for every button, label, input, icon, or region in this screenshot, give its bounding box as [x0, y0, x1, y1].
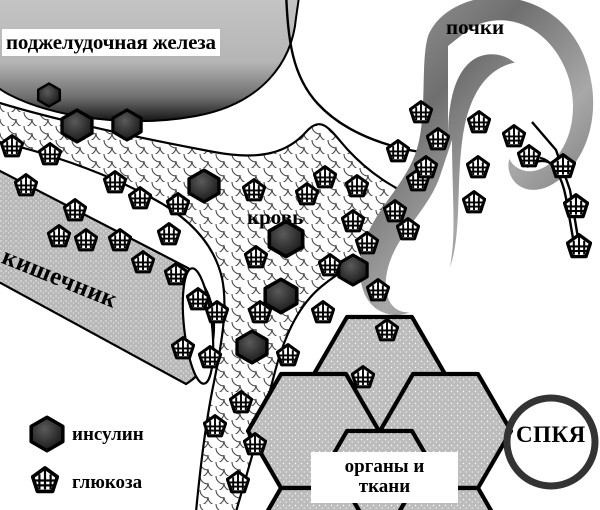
pcos-circle [503, 394, 599, 490]
label-organs-line-1: органы и [344, 456, 425, 477]
legend-insulin-label: инсулин [72, 424, 144, 445]
label-kidney: почки [446, 15, 505, 39]
legend-glucose-label: глюкоза [72, 472, 143, 493]
legend-glucose-icon [31, 466, 59, 494]
legend-insulin-icon [29, 415, 65, 453]
label-blood: кровь [247, 205, 304, 229]
label-pancreas: поджелудочная железа [2, 29, 220, 57]
blood-vessel [0, 101, 438, 510]
label-organs-line-2: ткани [358, 475, 411, 497]
label-pcos: СПКЯ [516, 422, 586, 447]
label-organs-and-tissues: органы и ткани [311, 452, 458, 503]
